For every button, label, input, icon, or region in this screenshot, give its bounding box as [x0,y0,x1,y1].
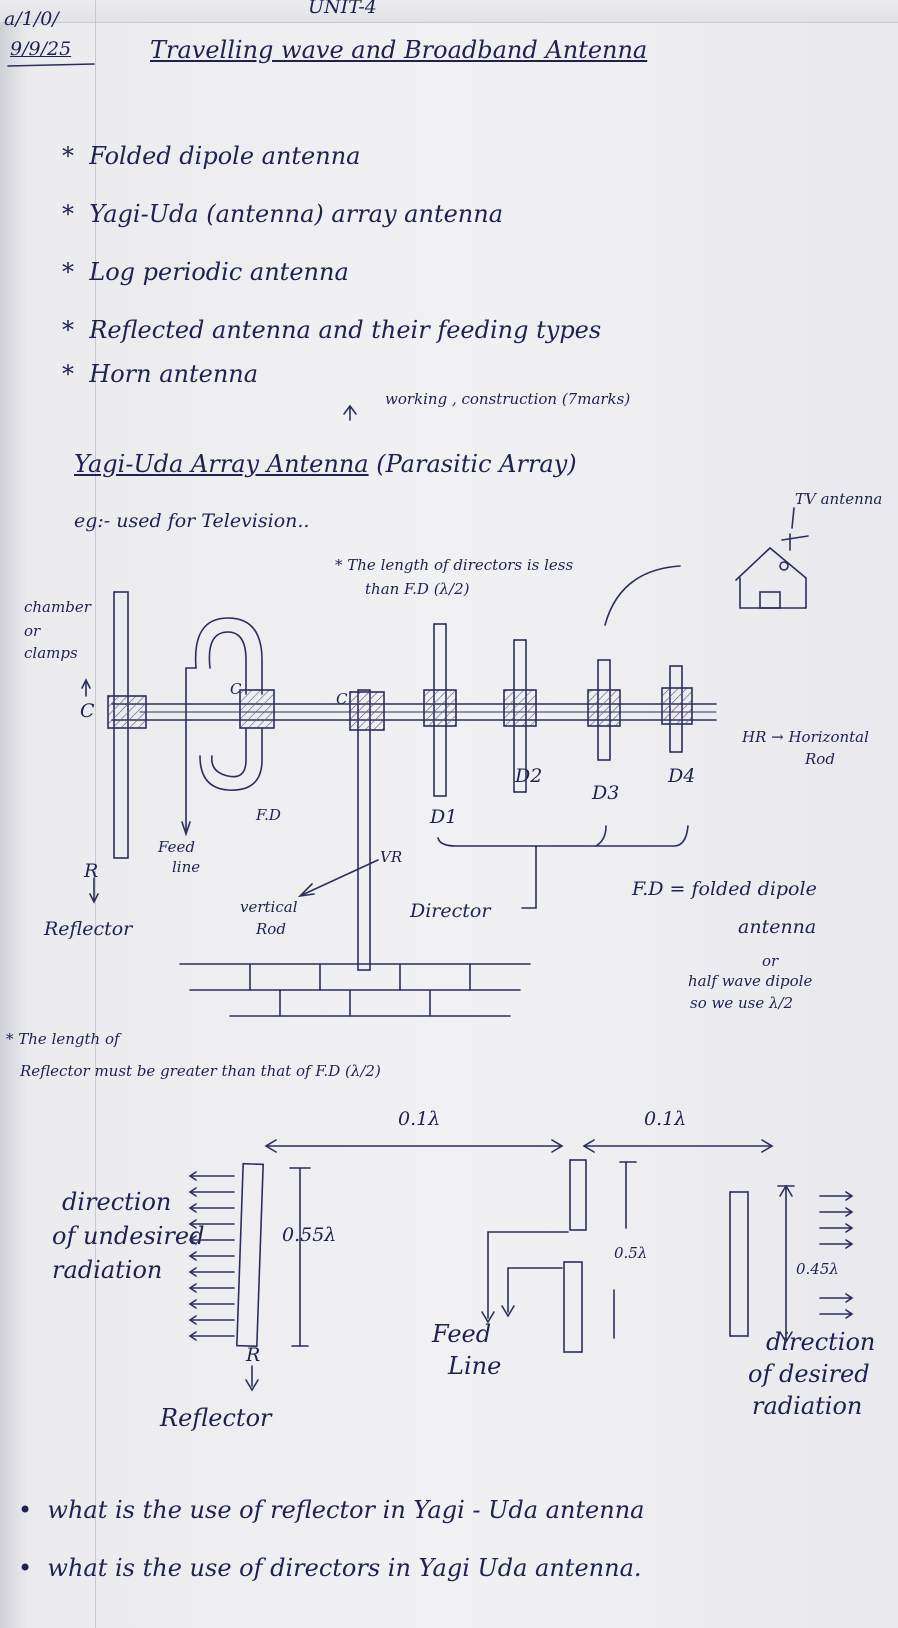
fd-definition-4: so we use λ/2 [690,994,794,1012]
chamber-label: chamber [24,598,91,616]
director-pointer [521,845,537,909]
reflector-length-label: 0.55λ [282,1224,337,1246]
topic-item: * Folded dipole antenna [62,142,361,170]
page-top-strip [0,0,898,23]
house-icon [735,507,809,609]
director-bracket [437,825,689,847]
director-label-d1: D1 [430,806,458,828]
feed-line [185,667,197,831]
clamp [349,691,385,731]
reflector-label-2: Reflector [160,1404,272,1432]
dipole-upper-half [569,1159,587,1231]
page-title: Travelling wave and Broadband Antenna [150,36,648,64]
vertical-rod-label: vertical [240,898,298,916]
reflector-rod [236,1162,264,1348]
clamp [239,689,275,729]
question-item: • what is the use of reflector in Yagi -… [18,1496,645,1524]
desired-radiation-label: direction [766,1328,876,1356]
yagi-uda-diagram [81,591,717,1017]
vertical-rod-label-2: Rod [256,920,286,938]
undesired-radiation-label: direction [62,1188,172,1216]
question-item: • what is the use of directors in Yagi U… [18,1554,642,1582]
brick-base [179,963,531,1017]
desired-radiation-label-3: radiation [752,1392,863,1420]
reflector-label: Reflector [44,918,133,940]
hr-label: HR → Horizontal [742,728,869,746]
dipole-lower-half [563,1261,583,1353]
example-text: eg:- used for Television.. [74,510,310,532]
clamp [107,695,147,729]
note-arrow-curve [604,565,681,626]
feed-line-label-2: Feed [432,1320,492,1348]
undesired-radiation-arrows [188,1171,235,1341]
director-note-2: than F.D (λ/2) [365,580,470,598]
margin-line [95,0,96,1628]
tv-antenna-label: TV antenna [795,490,883,508]
clamp-label-c: C [336,690,348,708]
topic-item: * Log periodic antenna [62,258,349,286]
desired-radiation-label-2: of desired [748,1360,870,1388]
feed-line-label-2: line [172,858,201,876]
vertical-rod [357,689,371,971]
director-label-d3: D3 [592,782,620,804]
hr-label-rod: Rod [805,750,835,768]
feed-line-label: Feed [158,838,195,856]
fd-definition-2: antenna [738,916,817,938]
topic-item: * Horn antenna [62,360,259,388]
element-spacing-diagram [188,1139,854,1392]
fd-definition-3: half wave dipole [688,972,813,990]
feed-line [487,1231,569,1319]
marks-note: working , construction (7marks) [385,390,631,408]
fd-label: F.D [256,806,281,824]
fd-definition: F.D = folded dipole [632,878,817,900]
vertical-rod-arrow [301,859,379,896]
clamp-label-c: C [80,700,95,722]
marks-note-arrow [343,404,357,421]
reflector-note-2: Reflector must be greater than that of F… [20,1062,381,1080]
desired-radiation-arrows [819,1191,854,1319]
fd-length-label: 0.5λ [614,1244,648,1262]
undesired-radiation-label-3: radiation [52,1256,163,1284]
director-rod [729,1191,749,1337]
director-length-label: 0.45λ [796,1260,839,1278]
unit-label: UNIT-4 [308,0,377,18]
spacing-label-2: 0.1λ [644,1108,687,1130]
chamber-label-or: or [24,622,41,640]
director-label: Director [410,900,491,922]
clamp-label-c: C [230,680,242,698]
topic-item: * Reflected antenna and their feeding ty… [62,316,602,344]
date-underline [7,63,95,67]
feed-line-label-2b: Line [448,1352,502,1380]
date-top: a/1/0/ [4,8,59,30]
fd-definition-or: or [762,952,779,970]
date: 9/9/25 [10,38,72,60]
director-note-1: * The length of directors is less [335,556,574,574]
spacing-label-1: 0.1λ [398,1108,441,1130]
reflector-r-label: R [84,860,99,882]
reflector-note: * The length of [6,1030,120,1048]
section-heading: Yagi-Uda Array Antenna (Parasitic Array) [74,450,577,478]
folded-dipole [208,631,247,695]
undesired-radiation-label-2: of undesired [52,1222,205,1250]
reflector-r-label-2: R [246,1344,261,1366]
vr-label: VR [380,848,403,866]
director-label-d4: D4 [668,765,696,787]
clamps-label: clamps [24,644,78,662]
director-label-d2: D2 [515,765,543,787]
topic-item: * Yagi-Uda (antenna) array antenna [62,200,504,228]
